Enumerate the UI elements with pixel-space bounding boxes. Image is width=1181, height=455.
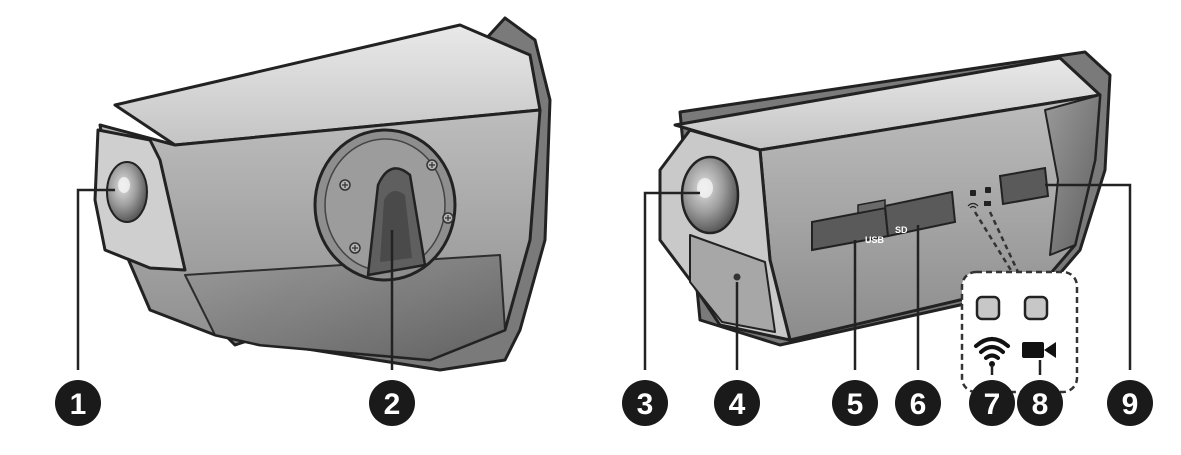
mount-screw xyxy=(426,159,438,171)
wifi-icon xyxy=(974,337,1010,360)
led-inset xyxy=(960,211,1079,394)
callout-number-4: 4 xyxy=(729,388,746,421)
callout-badge-2: 2 xyxy=(369,380,415,426)
sd-slot-label: SD xyxy=(895,225,908,235)
camera-left-lower-bevel xyxy=(184,254,506,361)
callout-number-1: 1 xyxy=(70,388,87,421)
wifi-icon-dot xyxy=(989,361,995,367)
callout-number-7: 7 xyxy=(984,388,1001,421)
inset-box xyxy=(960,270,1079,394)
callout-number-6: 6 xyxy=(910,388,927,421)
camera-right-lens-center xyxy=(697,178,713,198)
mount-screw xyxy=(442,212,454,224)
callout-badge-9: 9 xyxy=(1107,380,1153,426)
wifi-icon-small xyxy=(967,202,979,209)
wifi-led xyxy=(970,190,976,196)
power-button xyxy=(998,166,1050,206)
callout-number-8: 8 xyxy=(1032,388,1049,421)
mount-screw xyxy=(349,242,361,254)
record-led xyxy=(985,187,991,193)
callout-badge-4: 4 xyxy=(714,380,760,426)
callout-badge-8: 8 xyxy=(1017,380,1063,426)
camera-icon-small xyxy=(984,201,991,206)
callout-badge-5: 5 xyxy=(832,380,878,426)
callout-number-5: 5 xyxy=(847,388,864,421)
record-led-enlarged xyxy=(1023,295,1049,321)
callout-lines xyxy=(76,183,1132,375)
video-camera-icon xyxy=(1022,342,1056,358)
camera-left-lens-center xyxy=(118,177,130,193)
camera-left-lens xyxy=(106,161,148,223)
callout-line-9 xyxy=(1045,183,1132,370)
callout-badge-6: 6 xyxy=(895,380,941,426)
usb-port-label: USB xyxy=(865,235,885,245)
camera-left-top-face xyxy=(113,23,542,147)
callout-line-1 xyxy=(76,188,115,370)
sd-slot-cover xyxy=(883,190,957,238)
callout-badge-1: 1 xyxy=(55,380,101,426)
callout-number-9: 9 xyxy=(1122,388,1139,421)
wifi-led-enlarged xyxy=(975,295,1001,321)
camera-right-end-bevel xyxy=(1044,94,1101,256)
callout-number-3: 3 xyxy=(637,388,654,421)
callout-line-3 xyxy=(643,191,700,370)
camera-left xyxy=(93,16,552,372)
mount-screw xyxy=(339,179,351,191)
microphone-hole xyxy=(733,273,741,281)
callout-badge-7: 7 xyxy=(969,380,1015,426)
callout-number-2: 2 xyxy=(384,388,401,421)
inset-connector xyxy=(973,211,1020,273)
camera-right-lower-panel xyxy=(689,234,776,333)
callout-badge-3: 3 xyxy=(622,380,668,426)
